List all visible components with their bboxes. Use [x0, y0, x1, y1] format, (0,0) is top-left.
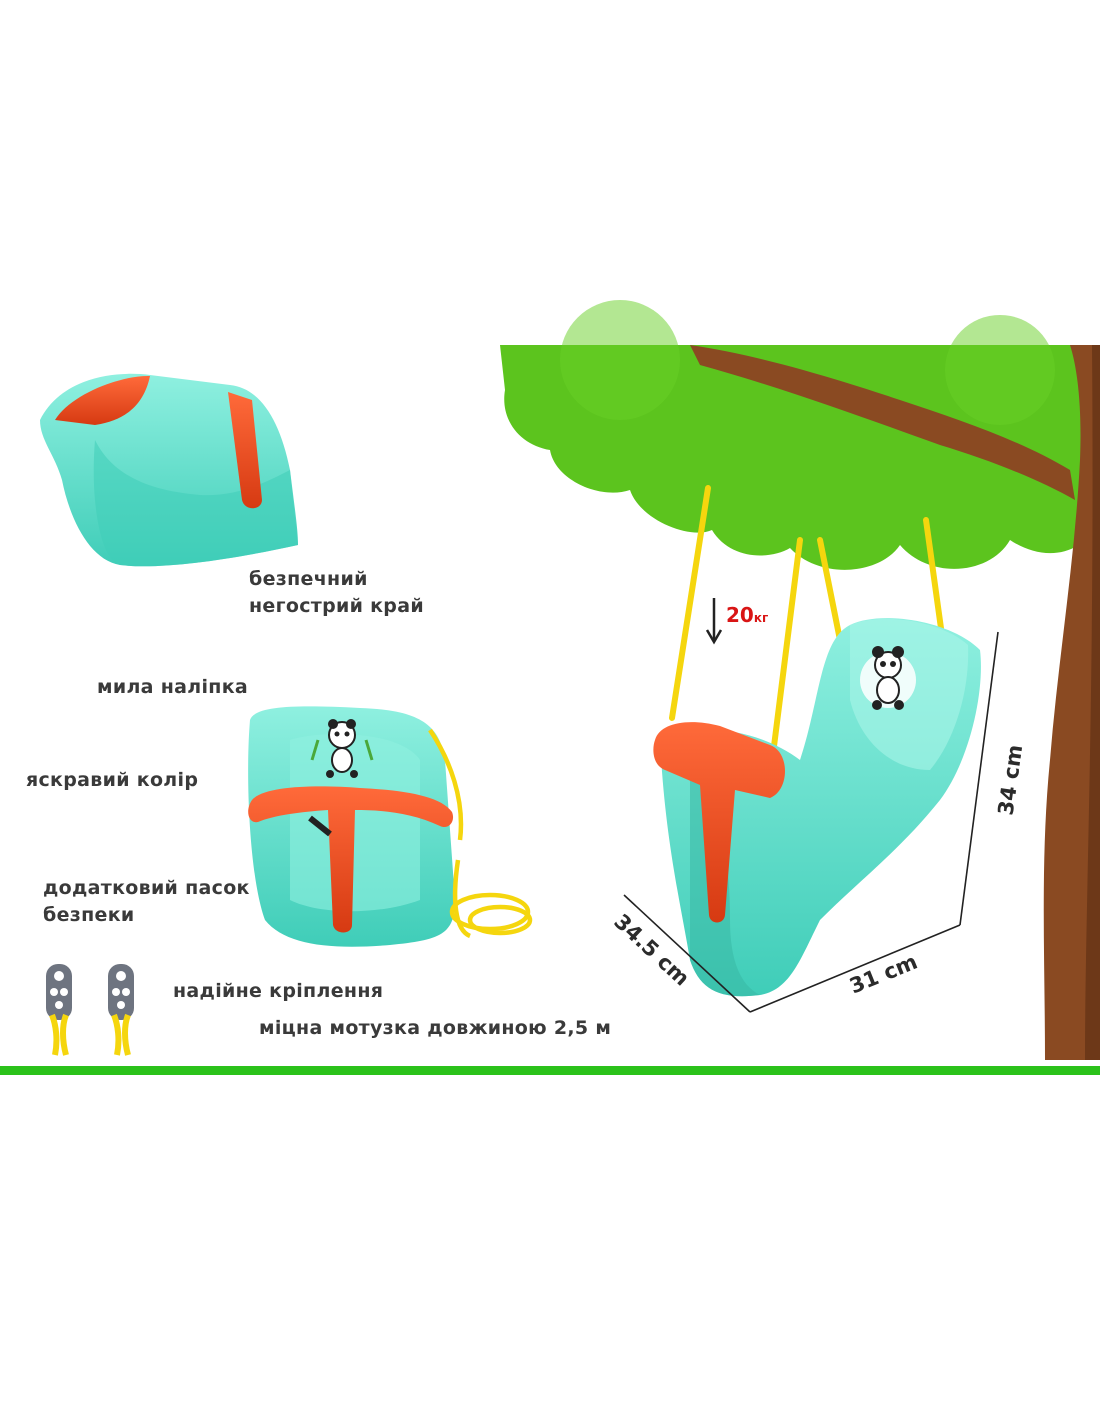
- main-swing-seat: [653, 618, 981, 997]
- bottom-green-line: [0, 1066, 1100, 1075]
- label-extra-belt-line1: додатковий пасок: [43, 877, 250, 899]
- swing-ropes: [669, 485, 947, 781]
- seat-front-view-image: [248, 706, 533, 947]
- label-strong-rope: міцна мотузка довжиною 2,5 м: [259, 1017, 612, 1039]
- label-cute-sticker: мила наліпка: [97, 676, 249, 698]
- safe-edge-detail-image: [40, 373, 298, 567]
- tree-canopy: [500, 300, 1100, 570]
- max-load-unit: кг: [753, 611, 769, 625]
- label-extra-belt-line2: безпеки: [43, 904, 135, 926]
- label-safe-edge-line2: негострий край: [249, 595, 424, 617]
- dimension-lines: [623, 631, 999, 1013]
- max-load-value: 20: [726, 603, 754, 627]
- label-safe-edge-line1: безпечний: [249, 568, 368, 590]
- mount-bracket-icon: [108, 964, 134, 1056]
- label-reliable-mount: надійне кріплення: [173, 980, 384, 1002]
- tree-trunk: [690, 345, 1100, 1060]
- mount-bracket-icon: [46, 964, 72, 1056]
- panda-sticker-icon: [310, 719, 374, 778]
- arrow-down-icon: [705, 598, 723, 645]
- label-bright-color: яскравий колір: [26, 769, 199, 791]
- panda-sticker-icon: [860, 646, 916, 710]
- max-load-label: 20кг: [726, 603, 768, 627]
